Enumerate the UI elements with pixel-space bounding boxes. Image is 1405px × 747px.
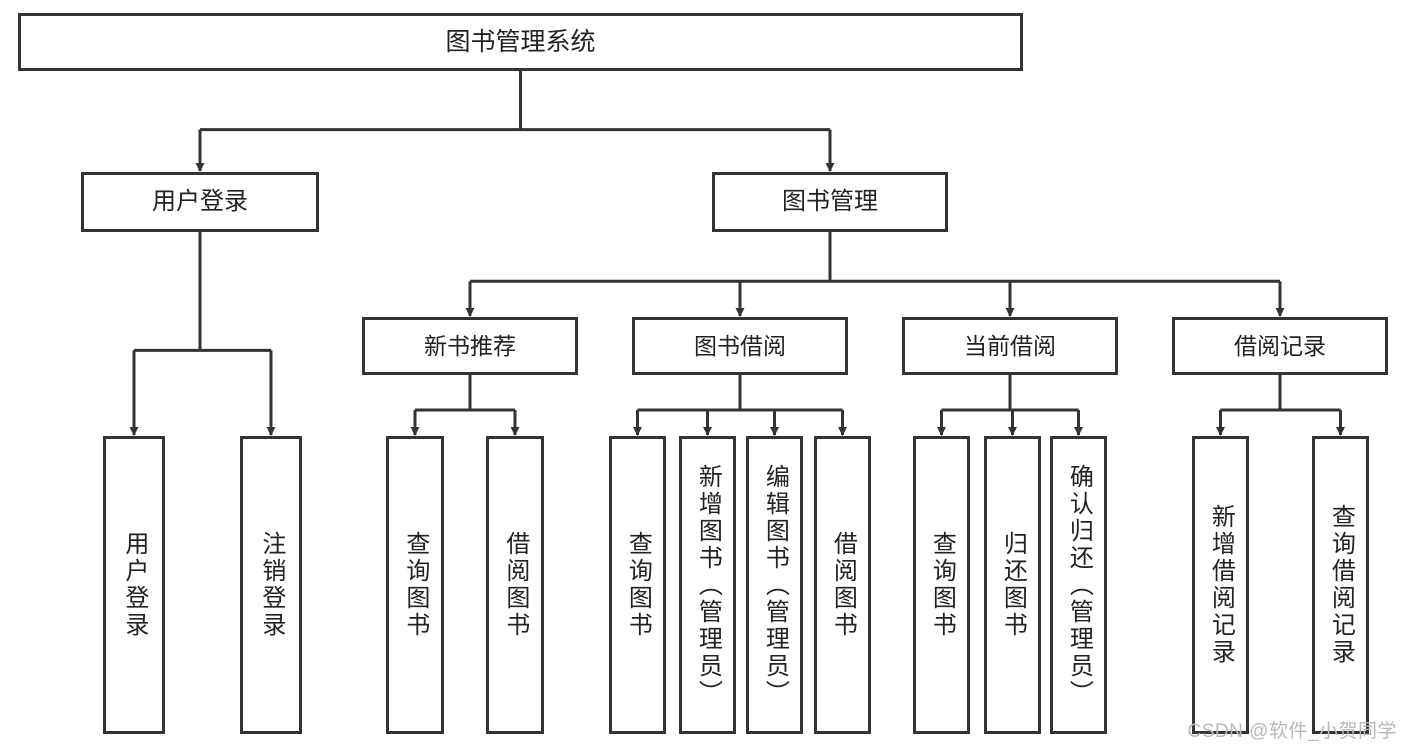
node-label-leaf-user-login: 用户登录	[120, 531, 148, 639]
node-label-leaf-record-add: 新增借阅记录	[1207, 504, 1235, 666]
node-leaf-rec-borrow-book[interactable]: 借阅图书	[486, 436, 544, 734]
node-root[interactable]: 图书管理系统	[18, 13, 1023, 71]
node-leaf-record-add[interactable]: 新增借阅记录	[1192, 436, 1249, 734]
node-book-borrow[interactable]: 图书借阅	[632, 317, 848, 375]
node-leaf-user-logout[interactable]: 注销登录	[240, 436, 302, 734]
node-borrow-record[interactable]: 借阅记录	[1172, 317, 1388, 375]
node-book-manage[interactable]: 图书管理	[712, 172, 948, 232]
node-leaf-user-login[interactable]: 用户登录	[103, 436, 165, 734]
node-label-user-login: 用户登录	[152, 188, 248, 216]
node-leaf-borrow-add-book[interactable]: 新增图书（管理员）	[679, 436, 736, 734]
node-leaf-rec-query-book[interactable]: 查询图书	[386, 436, 444, 734]
node-label-new-book-rec: 新书推荐	[424, 332, 516, 359]
node-leaf-current-query-book[interactable]: 查询图书	[913, 436, 970, 734]
node-label-book-manage: 图书管理	[782, 188, 878, 216]
node-current-borrow[interactable]: 当前借阅	[902, 317, 1118, 375]
node-label-leaf-borrow-borrow-book: 借阅图书	[829, 531, 857, 639]
node-user-login[interactable]: 用户登录	[81, 172, 319, 232]
node-leaf-borrow-edit-book[interactable]: 编辑图书（管理员）	[746, 436, 803, 734]
node-leaf-record-query[interactable]: 查询借阅记录	[1312, 436, 1369, 734]
node-new-book-rec[interactable]: 新书推荐	[362, 317, 578, 375]
node-label-leaf-record-query: 查询借阅记录	[1327, 504, 1355, 666]
node-label-leaf-borrow-add-book: 新增图书（管理员）	[694, 463, 722, 707]
node-leaf-current-confirm-return[interactable]: 确认归还（管理员）	[1050, 436, 1107, 734]
node-label-book-borrow: 图书借阅	[694, 332, 786, 359]
node-leaf-borrow-borrow-book[interactable]: 借阅图书	[814, 436, 871, 734]
node-label-leaf-current-confirm-return: 确认归还（管理员）	[1065, 463, 1093, 707]
node-label-leaf-current-query-book: 查询图书	[928, 531, 956, 639]
node-label-current-borrow: 当前借阅	[964, 332, 1056, 359]
node-label-root: 图书管理系统	[445, 27, 596, 56]
node-leaf-current-return-book[interactable]: 归还图书	[984, 436, 1041, 734]
node-label-leaf-borrow-query-book: 查询图书	[624, 531, 652, 639]
node-label-borrow-record: 借阅记录	[1234, 332, 1326, 359]
edge-paths	[129, 71, 1345, 436]
node-label-leaf-rec-borrow-book: 借阅图书	[501, 531, 529, 639]
node-label-leaf-user-logout: 注销登录	[257, 531, 285, 639]
node-leaf-borrow-query-book[interactable]: 查询图书	[609, 436, 666, 734]
watermark-text: CSDN @软件_小贺同学	[1187, 721, 1397, 742]
node-label-leaf-borrow-edit-book: 编辑图书（管理员）	[761, 463, 789, 707]
node-label-leaf-rec-query-book: 查询图书	[401, 531, 429, 639]
node-label-leaf-current-return-book: 归还图书	[999, 531, 1027, 639]
